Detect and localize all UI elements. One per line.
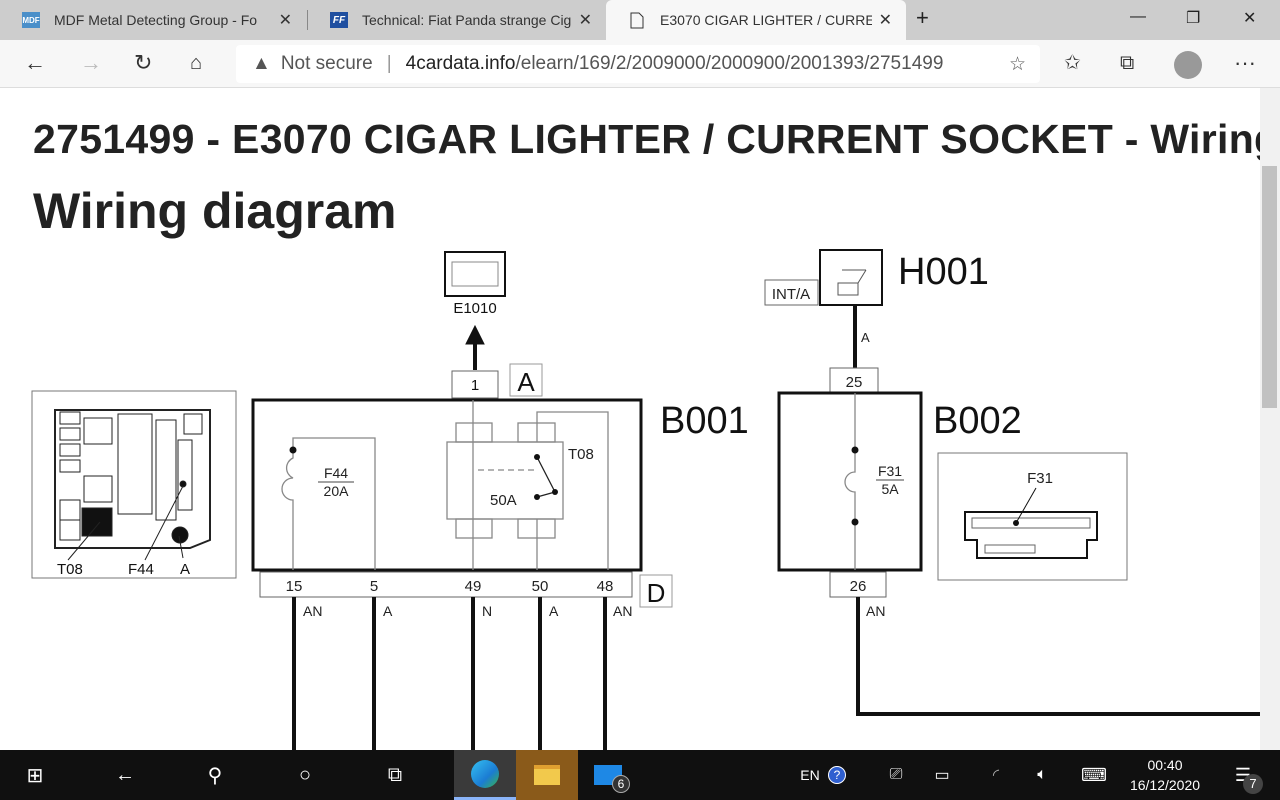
mdf-favicon: MDF	[22, 12, 40, 28]
cortana-icon[interactable]: ○	[298, 763, 312, 786]
url-path: /elearn/169/2/2009000/2000900/2001393/27…	[515, 53, 944, 74]
profile-avatar[interactable]	[1174, 51, 1202, 79]
touch-keyboard-icon[interactable]: ⌨	[1081, 764, 1107, 785]
security-label[interactable]: Not secure	[280, 53, 373, 74]
page-title: 2751499 - E3070 CIGAR LIGHTER / CURRENT …	[33, 116, 1260, 162]
search-icon[interactable]: ⚲	[207, 764, 223, 787]
favorites-icon[interactable]: ✩	[1064, 52, 1081, 74]
page-icon	[628, 12, 646, 28]
date: 16/12/2020	[1129, 777, 1201, 793]
back-taskbar-icon[interactable]: ←	[115, 763, 135, 786]
new-tab-button[interactable]: +	[916, 5, 929, 30]
time: 00:40	[1147, 757, 1183, 773]
wifi-icon[interactable]: ◜	[992, 767, 1000, 784]
svg-text:INT/A: INT/A	[772, 286, 810, 303]
fuse-box-inset: T08 F44 A	[31, 390, 237, 579]
battery-icon[interactable]: ▭	[934, 767, 950, 784]
svg-text:AN: AN	[303, 603, 322, 619]
tab-fiat[interactable]: FF Technical: Fiat Panda strange Cig ✕	[308, 0, 606, 40]
meet-now-icon[interactable]: ⎚	[889, 766, 903, 783]
help-icon[interactable]: ?	[826, 750, 848, 800]
svg-text:A: A	[549, 603, 559, 619]
file-explorer-icon[interactable]	[516, 750, 578, 800]
connector-d: D	[647, 578, 666, 608]
minimize-button[interactable]: —	[1130, 8, 1146, 25]
svg-text:AN: AN	[613, 603, 632, 619]
start-button[interactable]: ⊞	[26, 764, 44, 787]
tab-mdf[interactable]: MDF MDF Metal Detecting Group - Fo ✕	[0, 0, 306, 40]
inset-label-t08: T08	[57, 561, 83, 578]
switch-h001: INT/A H001 A	[764, 249, 989, 368]
tab-title: Technical: Fiat Panda strange Cig	[362, 12, 572, 28]
svg-text:A: A	[383, 603, 393, 619]
svg-text:B002: B002	[933, 400, 1022, 442]
collections-icon[interactable]: ⧉	[1120, 52, 1135, 74]
battery-e1010: E1010	[444, 251, 506, 370]
svg-text:26: 26	[850, 578, 867, 595]
page-content: 2751499 - E3070 CIGAR LIGHTER / CURRENT …	[0, 88, 1260, 750]
svg-text:E1010: E1010	[453, 300, 496, 317]
tab-wiring[interactable]: E3070 CIGAR LIGHTER / CURREN ✕	[606, 0, 906, 40]
inset-label-a: A	[180, 561, 190, 578]
clock[interactable]: 00:40 16/12/2020	[1122, 750, 1208, 800]
url-domain: 4cardata.info	[405, 53, 516, 74]
tab-bar: MDF MDF Metal Detecting Group - Fo ✕ FF …	[0, 0, 1280, 40]
svg-text:20A: 20A	[324, 483, 350, 499]
vertical-scrollbar[interactable]	[1260, 88, 1280, 750]
svg-text:48: 48	[597, 578, 614, 595]
svg-text:5A: 5A	[881, 481, 899, 497]
close-tab-icon[interactable]: ✕	[878, 12, 892, 29]
svg-text:50: 50	[532, 578, 549, 595]
svg-text:B001: B001	[660, 400, 749, 442]
close-tab-icon[interactable]: ✕	[578, 12, 592, 29]
inset-label-f44: F44	[128, 561, 154, 578]
volume-icon[interactable]: 🔈︎	[1037, 766, 1047, 783]
back-button[interactable]: ←	[24, 50, 46, 75]
close-window-button[interactable]: ✕	[1243, 10, 1257, 27]
relay-t08: T08	[568, 446, 594, 463]
home-button[interactable]: ⌂	[190, 52, 203, 74]
url-bar[interactable]: ▲ Not secure | 4cardata.info/elearn/169/…	[236, 45, 1040, 83]
svg-text:F31: F31	[878, 463, 902, 479]
svg-text:F44: F44	[324, 465, 348, 481]
warning-icon: ▲	[252, 53, 271, 74]
taskbar: ⊞ ← ⚲ ○ ⧉ 6 EN ? ⎚ ▭ ◜ 🔈︎ ⌨ 00:40 16/12/…	[0, 750, 1280, 800]
notifications-icon[interactable]: ☰7	[1226, 750, 1263, 800]
svg-text:H001: H001	[898, 251, 989, 293]
address-toolbar: ← → ↻ ⌂ ▲ Not secure | 4cardata.info/ele…	[0, 40, 1280, 88]
svg-text:25: 25	[846, 374, 863, 391]
wiring-diagram: T08 F44 A E1010 1 A B001 F44 20A T08 50A…	[31, 249, 1260, 750]
svg-text:5: 5	[370, 578, 378, 595]
edge-icon[interactable]	[454, 750, 516, 800]
svg-text:N: N	[482, 603, 492, 619]
section-heading: Wiring diagram	[33, 183, 397, 239]
tab-title: MDF Metal Detecting Group - Fo	[54, 12, 258, 28]
more-menu-icon[interactable]: ···	[1234, 50, 1256, 75]
mail-badge: 6	[612, 775, 630, 793]
svg-text:50A: 50A	[490, 492, 517, 509]
scrollbar-thumb[interactable]	[1262, 166, 1277, 408]
tab-title: E3070 CIGAR LIGHTER / CURREN	[660, 12, 872, 28]
refresh-button[interactable]: ↻	[134, 50, 153, 75]
task-view-icon[interactable]: ⧉	[387, 763, 403, 786]
svg-text:A: A	[861, 330, 870, 345]
forward-button[interactable]: →	[80, 50, 102, 75]
fuse-box-b002: 25 B002 F31 5A 26 AN F31	[777, 367, 1260, 716]
maximize-button[interactable]: ❐	[1186, 10, 1201, 27]
fuse-box-b001: B001 F44 20A T08 50A D 15 5 49 50 48 AN …	[251, 398, 749, 750]
mail-icon[interactable]: 6	[582, 750, 634, 800]
language-indicator[interactable]: EN	[800, 767, 820, 783]
connector-1: 1	[471, 377, 479, 394]
svg-text:AN: AN	[866, 603, 885, 619]
svg-text:15: 15	[286, 578, 303, 595]
svg-text:49: 49	[465, 578, 482, 595]
close-tab-icon[interactable]: ✕	[278, 12, 292, 29]
svg-text:F31: F31	[1027, 470, 1053, 487]
favorite-star-icon[interactable]: ☆	[1008, 53, 1026, 75]
ff-favicon: FF	[330, 12, 348, 28]
notification-badge: 7	[1243, 774, 1263, 794]
connector-a: A	[517, 367, 535, 397]
